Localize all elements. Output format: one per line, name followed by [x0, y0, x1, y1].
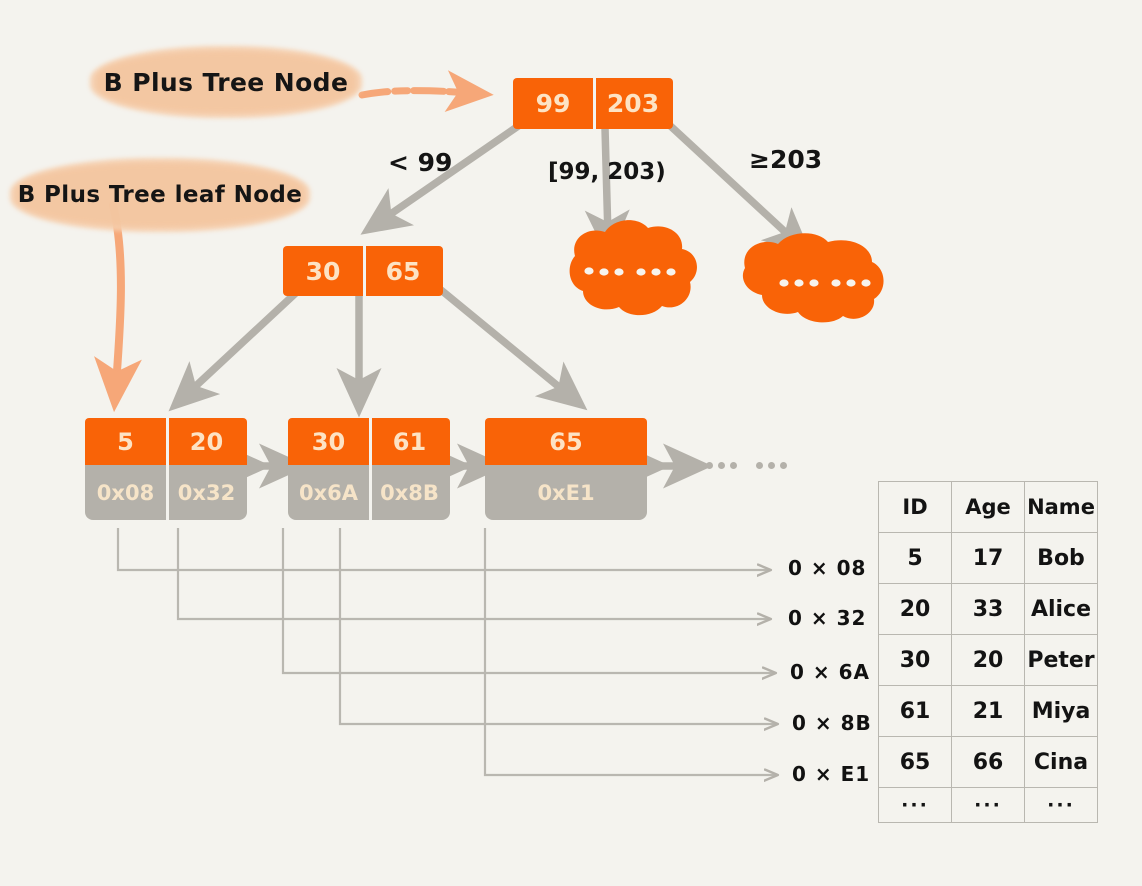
table-header-id: ID	[878, 481, 952, 533]
internal-key-1: 65	[385, 256, 421, 286]
table-cell-id: 30	[878, 634, 952, 686]
annotation-leaf-node-label: B Plus Tree leaf Node	[17, 182, 303, 208]
elided-subtree-blob-mid	[569, 220, 697, 316]
leaf-2-key-cell: 30	[288, 418, 369, 465]
table-cell-name: Peter	[1024, 634, 1098, 686]
leaf-2-key-1: 61	[392, 427, 427, 456]
highlight-band-inner	[96, 51, 356, 113]
leaf-2-pointer-cell[interactable]: 0x8B	[369, 464, 450, 521]
address-label-0x6A: 0 × 6A	[790, 660, 870, 684]
edge-root-right	[660, 116, 813, 258]
annotation-internal-node-label: B Plus Tree Node	[103, 67, 349, 97]
table-row[interactable]: 20 33 Alice	[878, 583, 1098, 635]
pointer-connector-0xE1	[483, 528, 777, 775]
annotation-arrow-internal	[358, 70, 494, 113]
edge-internal-leaf1	[168, 286, 303, 412]
leaf-1-pointer-cell[interactable]: 0x08	[85, 465, 166, 520]
leaf-3-key-cell: 65	[485, 418, 647, 465]
leaf-node-1[interactable]: 5 20 0x08 0x32	[85, 417, 247, 521]
leaf-1-pointer-0: 0x08	[96, 480, 155, 505]
table-row[interactable]: 5 17 Bob	[878, 532, 1098, 584]
leaf-3-key-0: 65	[549, 427, 583, 456]
leaf-node-3[interactable]: 65 0xE1	[485, 418, 647, 520]
table-cell-name: Cina	[1024, 736, 1098, 788]
table-cell-id: ···	[878, 787, 952, 823]
highlight-band-inner	[16, 163, 304, 227]
leaf-3-pointer-cell[interactable]: 0xE1	[485, 465, 647, 520]
leaf-3-pointer-0: 0xE1	[537, 480, 595, 505]
leaf-2-key-0: 30	[311, 427, 346, 456]
leaf-3-keys: 65	[485, 418, 647, 465]
table-row-ellipsis: ··· ··· ···	[878, 787, 1098, 823]
internal-node[interactable]: 30 65	[283, 245, 443, 297]
leaf-1-key-1: 20	[189, 427, 224, 456]
leaf-1-pointer-cell[interactable]: 0x32	[166, 464, 247, 521]
table-cell-id: 65	[878, 736, 952, 788]
record-table: ID Age Name 5 17 Bob 20 33 Alice 30 20 P…	[878, 481, 1098, 823]
table-cell-age: 21	[951, 685, 1025, 737]
edge-label-middle: [99, 203)	[548, 159, 666, 185]
leaf-1-key-0: 5	[117, 427, 134, 456]
annotation-internal-node: B Plus Tree Node	[90, 46, 362, 118]
leaf-2-pointers: 0x6A 0x8B	[288, 464, 450, 521]
leaf-chain-ellipsis	[706, 462, 787, 469]
root-key-cell: 203	[593, 77, 673, 130]
internal-key-cell: 30	[283, 246, 363, 296]
table-cell-age: 20	[951, 634, 1025, 686]
edge-internal-leaf3	[437, 286, 588, 411]
table-row[interactable]: 61 21 Miya	[878, 685, 1098, 737]
table-cell-name: Bob	[1024, 532, 1098, 584]
annotation-leaf-node: B Plus Tree leaf Node	[10, 158, 310, 232]
leaf-1-key-cell: 20	[166, 417, 247, 466]
annotation-arrow-leaf	[94, 201, 142, 413]
address-label-0x32: 0 × 32	[788, 606, 867, 630]
table-cell-name: Alice	[1024, 583, 1098, 635]
table-row[interactable]: 30 20 Peter	[878, 634, 1098, 686]
internal-key-cell: 65	[363, 245, 443, 297]
leaf-2-keys: 30 61	[288, 417, 450, 466]
pointer-connector-0x08	[116, 528, 770, 570]
root-key-0: 99	[535, 89, 571, 118]
leaf-3-pointers: 0xE1	[485, 465, 647, 520]
leaf-1-pointers: 0x08 0x32	[85, 464, 247, 521]
table-cell-age: 66	[951, 736, 1025, 788]
edge-label-left: < 99	[388, 148, 453, 177]
table-cell-age: 17	[951, 532, 1025, 584]
leaf-1-key-cell: 5	[85, 418, 166, 465]
table-cell-id: 61	[878, 685, 952, 737]
table-cell-id: 20	[878, 583, 952, 635]
root-node[interactable]: 99 203	[513, 77, 673, 130]
leaf-node-2[interactable]: 30 61 0x6A 0x8B	[288, 417, 450, 521]
internal-key-0: 30	[305, 256, 341, 286]
table-cell-age: 33	[951, 583, 1025, 635]
table-header-name: Name	[1024, 481, 1098, 533]
table-cell-name: ···	[1024, 787, 1098, 823]
table-row[interactable]: 65 66 Cina	[878, 736, 1098, 788]
address-label-0xE1: 0 × E1	[792, 762, 871, 786]
leaf-2-key-cell: 61	[369, 417, 450, 466]
table-cell-id: 5	[878, 532, 952, 584]
leaf-1-pointer-1: 0x32	[177, 480, 236, 505]
table-header-age: Age	[951, 481, 1025, 533]
address-label-0x08: 0 × 08	[788, 556, 867, 580]
root-key-1: 203	[606, 89, 660, 118]
elided-subtree-blob-right	[742, 233, 884, 323]
leaf-2-pointer-1: 0x8B	[380, 480, 439, 505]
pointer-connector-0x32	[176, 528, 770, 619]
leaf-2-pointer-0: 0x6A	[298, 480, 359, 505]
table-cell-name: Miya	[1024, 685, 1098, 737]
table-cell-age: ···	[951, 787, 1025, 823]
leaf-1-keys: 5 20	[85, 417, 247, 466]
pointer-connector-0x8B	[338, 528, 777, 724]
address-label-0x8B: 0 × 8B	[792, 711, 872, 735]
table-header-row: ID Age Name	[878, 481, 1098, 533]
pointer-connector-0x6A	[281, 528, 775, 673]
edge-label-right: ≥203	[749, 145, 823, 174]
leaf-2-pointer-cell[interactable]: 0x6A	[288, 465, 369, 520]
root-key-cell: 99	[513, 78, 593, 129]
